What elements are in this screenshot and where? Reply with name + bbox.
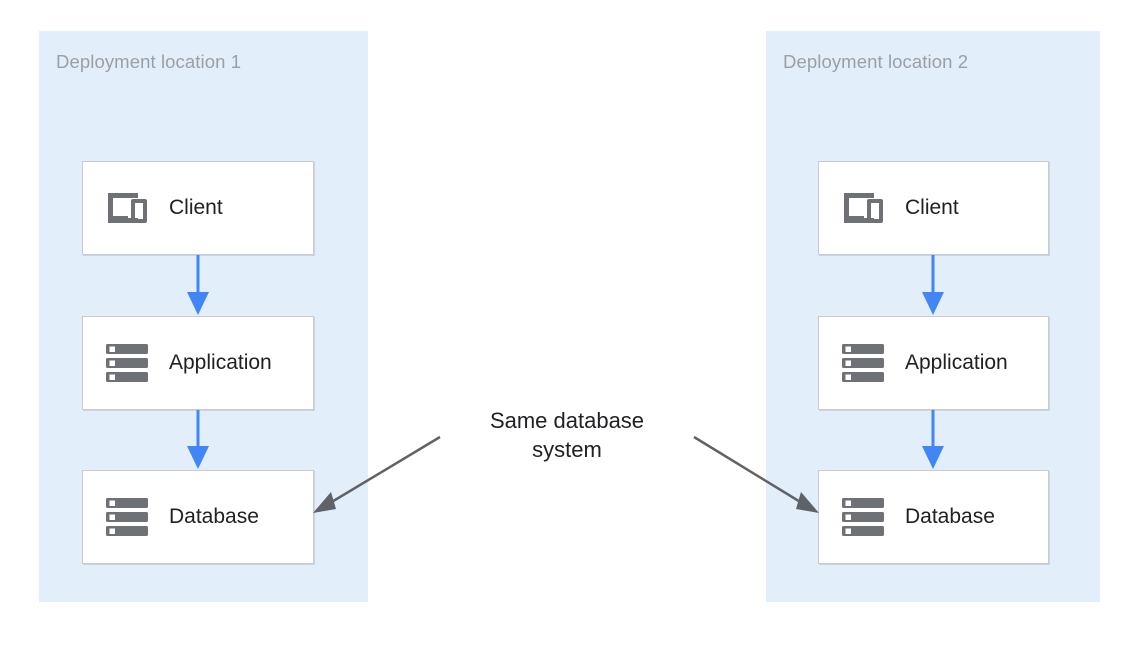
annotation-same-database-system: Same database system (447, 406, 687, 464)
node-application-location-1[interactable]: Application (82, 316, 314, 410)
node-label: Database (169, 505, 259, 528)
server-stack-icon (835, 496, 891, 538)
annotation-line-1: Same database (489, 408, 645, 433)
node-client-location-2[interactable]: Client (818, 161, 1049, 255)
server-stack-icon (99, 342, 155, 384)
node-label: Application (905, 351, 1008, 374)
node-label: Application (169, 351, 272, 374)
deployment-location-2-title: Deployment location 2 (783, 51, 969, 72)
node-client-location-1[interactable]: Client (82, 161, 314, 255)
annotation-line-2: system (532, 437, 602, 462)
server-stack-icon (835, 342, 891, 384)
devices-icon (835, 190, 891, 226)
deployment-location-1-title: Deployment location 1 (56, 51, 242, 72)
node-database-location-2[interactable]: Database (818, 470, 1049, 564)
node-application-location-2[interactable]: Application (818, 316, 1049, 410)
node-label: Client (905, 196, 959, 219)
node-database-location-1[interactable]: Database (82, 470, 314, 564)
devices-icon (99, 190, 155, 226)
server-stack-icon (99, 496, 155, 538)
node-label: Database (905, 505, 995, 528)
node-label: Client (169, 196, 223, 219)
